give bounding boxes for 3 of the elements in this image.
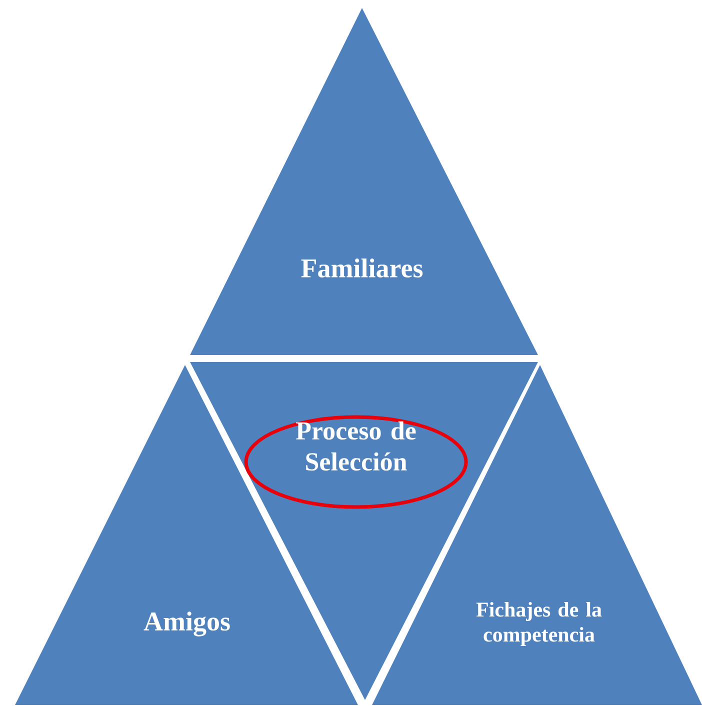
triangle: Familiares bbox=[190, 8, 538, 355]
node-label: Amigos bbox=[144, 612, 230, 636]
node-label: Fichajes de la competencia bbox=[476, 602, 602, 646]
